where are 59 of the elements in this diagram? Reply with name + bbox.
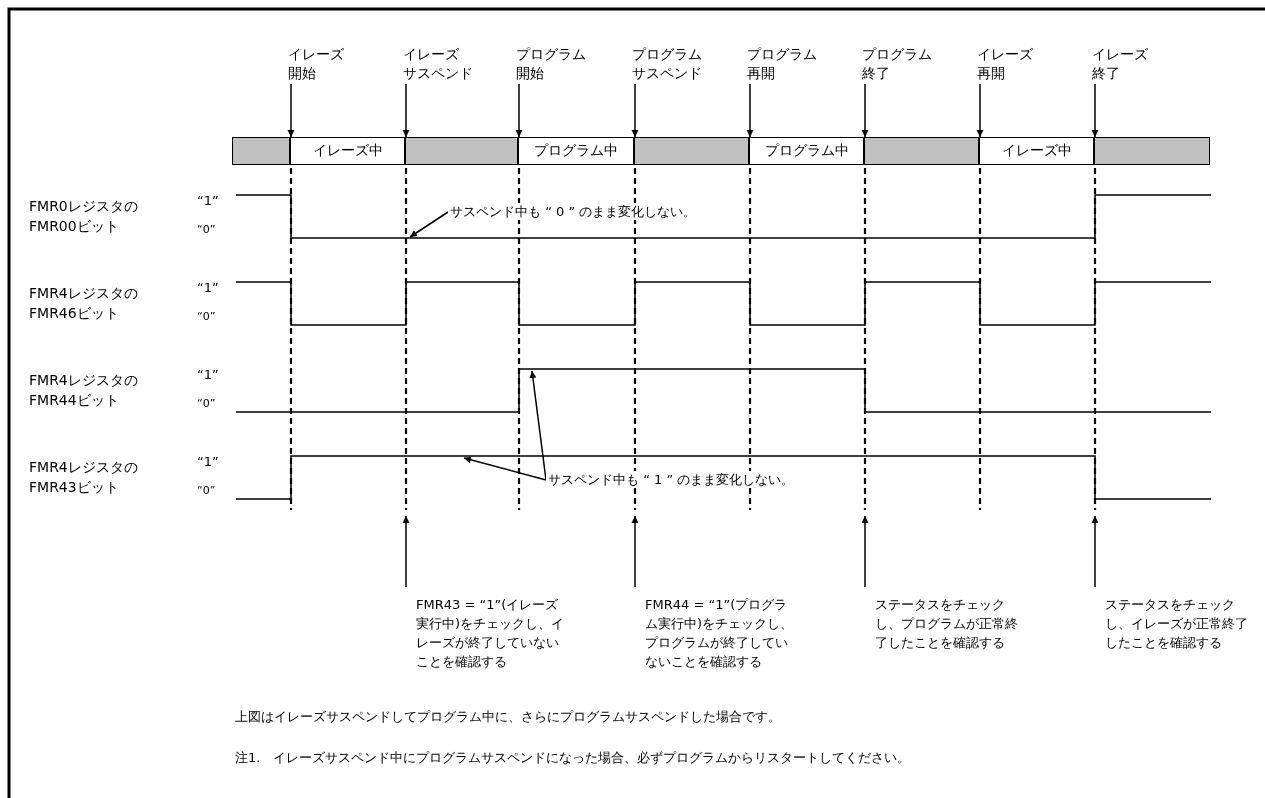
arrow (861, 515, 869, 588)
waveform (235, 281, 1212, 326)
arrow (515, 83, 523, 138)
phase-box: プログラム中 (518, 137, 635, 165)
waveform (235, 194, 1212, 239)
idle-box (232, 137, 291, 165)
arrow (861, 83, 869, 138)
time-marker-line (289, 168, 293, 510)
time-marker-line (1093, 168, 1097, 510)
arrow (1091, 515, 1099, 588)
idle-box (634, 137, 750, 165)
time-marker-line (863, 168, 867, 510)
event-label: イレーズ開始 (288, 45, 344, 83)
leader-line (529, 370, 547, 481)
phase-box: イレーズ中 (290, 137, 406, 165)
leader-line (463, 456, 547, 481)
level-label: “1” (197, 453, 219, 470)
annotation-text: ステータスをチェックし、プログラムが正常終了したことを確認する (861, 595, 1027, 652)
signal-name: FMR4レジスタの FMR46ビット (29, 284, 139, 323)
arrow (976, 83, 984, 138)
time-marker-line (404, 168, 408, 510)
time-marker-line (978, 168, 982, 510)
arrow (746, 83, 754, 138)
phase-box: イレーズ中 (979, 137, 1095, 165)
note-text: 上図はイレーズサスペンドしてプログラム中に、さらにプログラムサスペンドした場合です。 (235, 708, 781, 725)
annotation-text: FMR43 = “1”(イレーズ実行中)をチェックし、イレーズが終了していないことを確認する (402, 595, 568, 671)
note-text: 注1. イレーズサスペンド中にプログラムサスペンドになった場合、必ずプログラムからリスタートしてください。 (235, 749, 911, 766)
leader-line (409, 211, 449, 238)
signal-name: FMR4レジスタの FMR44ビット (29, 371, 139, 410)
event-label: イレーズサスペンド (403, 45, 473, 83)
level-label: “0” (197, 483, 216, 499)
level-label: “0” (197, 222, 216, 238)
phase-box: プログラム中 (749, 137, 865, 165)
level-label: “1” (197, 279, 219, 296)
level-label: “1” (197, 366, 219, 383)
level-label: “0” (197, 309, 216, 325)
arrow (402, 83, 410, 138)
idle-box (1094, 137, 1211, 165)
waveform (235, 455, 1212, 500)
annotation-text: ステータスをチェックし、イレーズが正常終了したことを確認する (1091, 595, 1257, 652)
idle-box (405, 137, 519, 165)
event-label: プログラムサスペンド (632, 45, 702, 83)
idle-box (864, 137, 980, 165)
arrow (402, 515, 410, 588)
event-label: プログラム再開 (747, 45, 817, 83)
arrow (1091, 83, 1099, 138)
arrow (631, 515, 639, 588)
waveform (235, 368, 1212, 413)
arrow (287, 83, 295, 138)
signal-name: FMR0レジスタの FMR00ビット (29, 197, 139, 236)
event-label: イレーズ終了 (1092, 45, 1148, 83)
event-label: プログラム終了 (862, 45, 932, 83)
event-label: プログラム開始 (516, 45, 586, 83)
signal-name: FMR4レジスタの FMR43ビット (29, 458, 139, 497)
level-label: “0” (197, 396, 216, 412)
event-label: イレーズ再開 (977, 45, 1033, 83)
level-label: “1” (197, 192, 219, 209)
arrow (631, 83, 639, 138)
annotation-text: FMR44 = “1”(プログラム実行中)をチェックし、プログラムが終了していないことを確認する (631, 595, 797, 671)
